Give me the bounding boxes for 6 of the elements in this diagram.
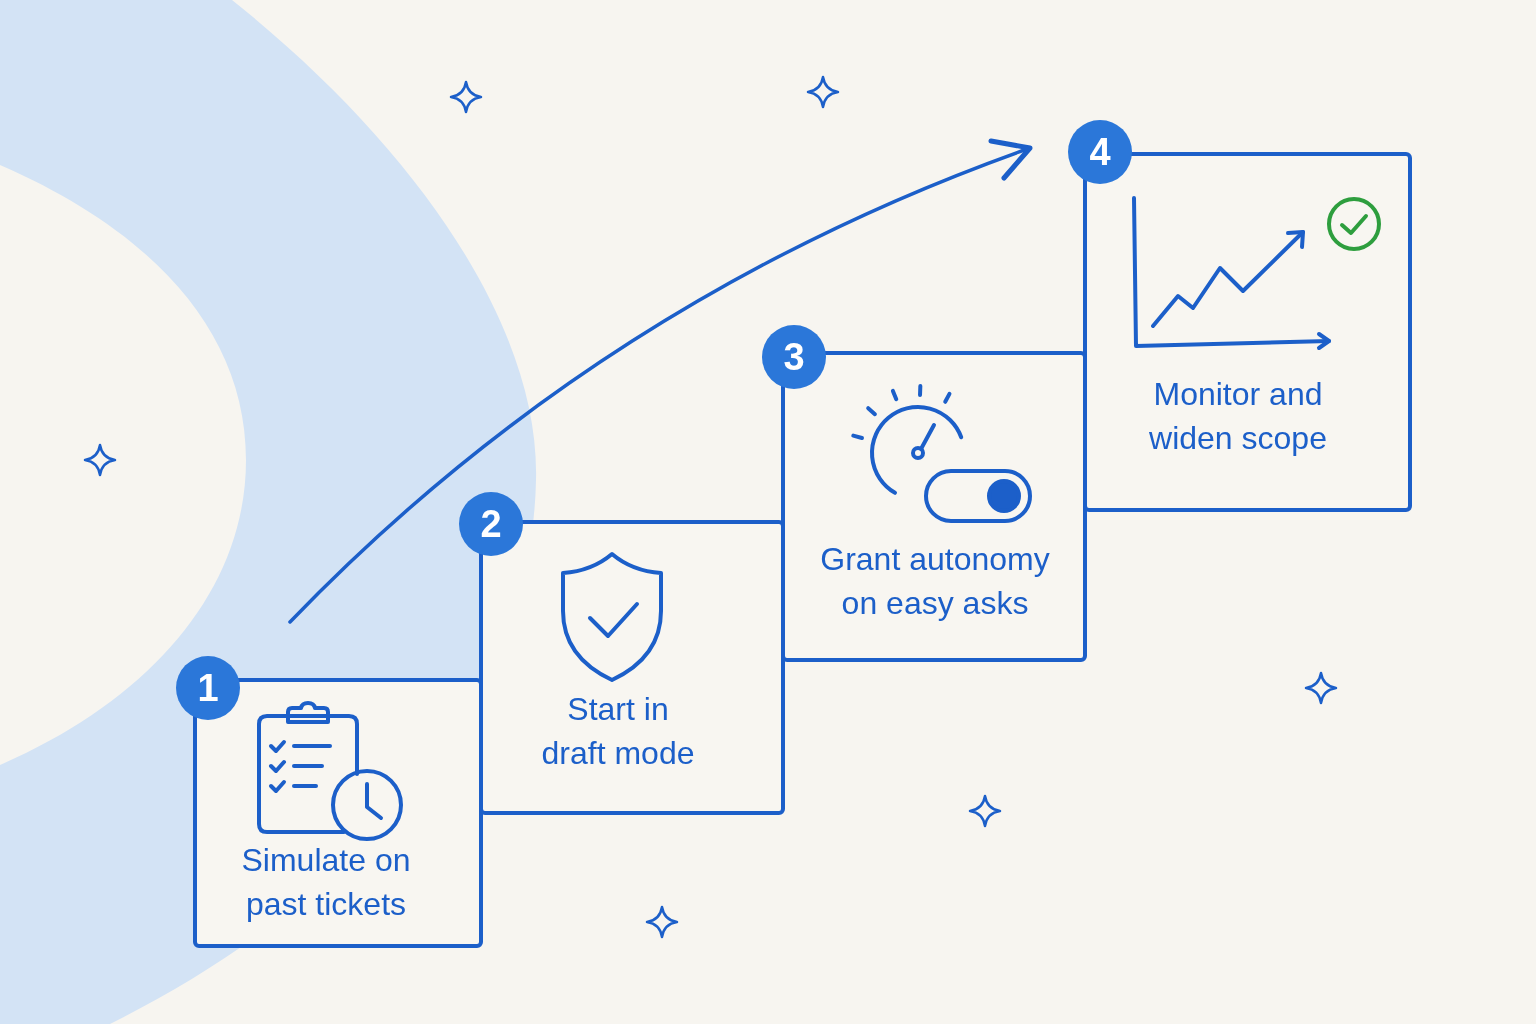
- step-label: Monitor and widen scope: [1148, 375, 1328, 458]
- step-label: Grant autonomy on easy asks: [819, 540, 1051, 623]
- number-badge: 4: [1068, 120, 1132, 184]
- step-label: Simulate on past tickets: [240, 841, 412, 924]
- number-badge: 3: [762, 325, 826, 389]
- step-label: Start in draft mode: [540, 690, 696, 773]
